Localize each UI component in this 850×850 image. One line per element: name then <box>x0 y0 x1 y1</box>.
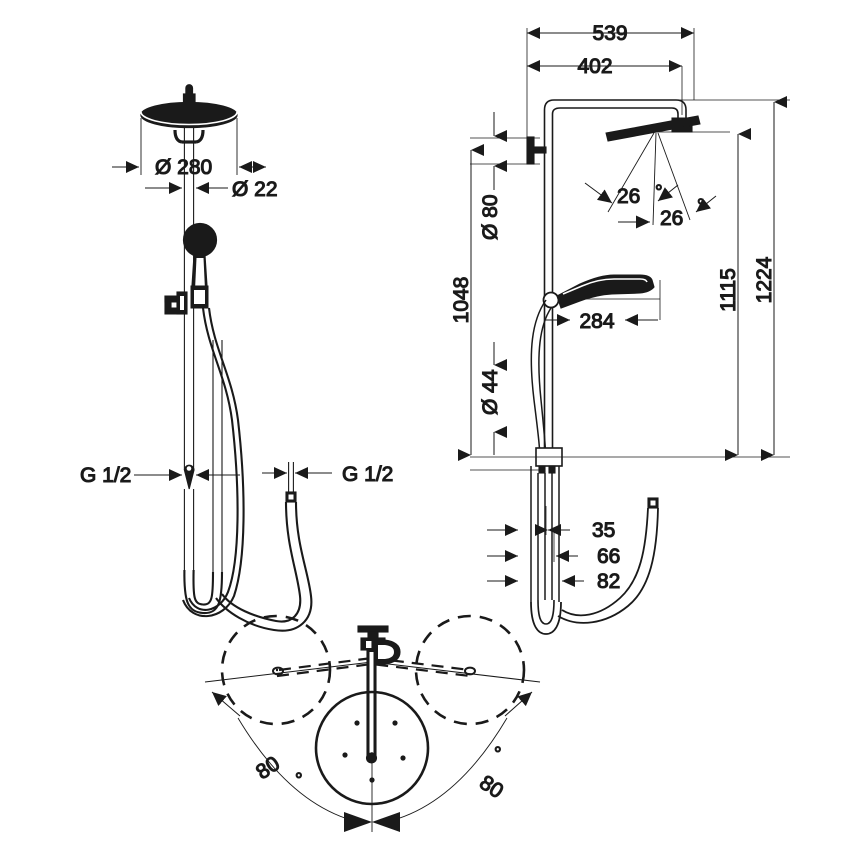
dim-label-head-height-high: 1224 <box>753 256 776 303</box>
dim-label-head-height-low: 1115 <box>717 268 740 312</box>
front-elevation-view: Ø 280 Ø 22 G 1/2 G 1/2 <box>79 84 394 632</box>
dim-connector-diameter: Ø 80 <box>478 112 507 241</box>
deg-symbol-top-right: ° <box>494 744 502 765</box>
inlet-connector-front <box>183 464 195 490</box>
reference-lines-side <box>470 28 790 471</box>
wall-connector-side <box>526 136 547 165</box>
wall-mount-top <box>357 625 401 665</box>
dim-overall-reach: 539 <box>527 21 694 46</box>
bottom-block-side <box>535 447 563 474</box>
right-hose-side <box>557 497 659 624</box>
riser-pipe-front <box>183 127 195 570</box>
dim-label-depth-66: 66 <box>597 545 620 568</box>
dim-label-overall-reach: 539 <box>592 22 627 45</box>
hand-shower-side <box>542 274 655 309</box>
top-view-bowtie-arrow <box>344 812 400 832</box>
lower-hose-bundle-side <box>530 466 562 635</box>
deg-symbol-left: ° <box>655 182 663 203</box>
dim-label-bar-diameter: Ø 44 <box>479 369 502 415</box>
riser-hose-loop-front <box>183 340 224 615</box>
hose-end-fitting-front <box>215 462 313 632</box>
swivel-arm-endcaps <box>272 666 476 676</box>
dim-label-handshower-reach: 284 <box>579 310 614 333</box>
dim-inlet-right: G 1/2 <box>262 462 394 487</box>
dim-label-swivel-angle-right: 80 <box>475 771 507 803</box>
dim-label-arm-reach: 402 <box>577 55 612 78</box>
dim-arm-reach: 402 <box>527 54 682 79</box>
dim-riser-diameter: Ø 22 <box>145 177 278 202</box>
dim-label-swivel-angle-left: 80 <box>252 752 284 784</box>
top-plan-view: 80 ° 80 ° <box>204 614 541 832</box>
slider-bracket-front <box>164 291 188 315</box>
swivel-envelope-left <box>220 614 332 726</box>
dim-label-inlet-right: G 1/2 <box>342 463 393 486</box>
hand-shower-hose-side <box>530 299 552 463</box>
spray-angle-group: 26 ° 26 ° <box>584 132 717 231</box>
dim-depths-group: 35 66 82 <box>487 506 621 594</box>
dim-label-connector-diameter: Ø 80 <box>479 194 502 240</box>
dim-overhead-diameter: Ø 280 <box>112 118 266 180</box>
dim-inlet-left: G 1/2 <box>79 463 240 488</box>
dim-wall-to-outlet: 1048 <box>449 144 484 461</box>
dim-label-spray-angle-right: 26 <box>660 207 683 230</box>
dim-swivel-angle-left: 80 ° <box>211 691 359 823</box>
dim-label-spray-angle-left: 26 <box>617 185 640 208</box>
dim-label-overhead-diameter: Ø 280 <box>155 156 212 179</box>
overhead-shower-head-side <box>605 115 701 142</box>
top-view-baseline <box>204 661 541 683</box>
arm-shaft-top <box>365 649 378 764</box>
dim-handshower-reach: 284 <box>545 309 658 334</box>
overhead-shower-head-front <box>140 84 238 144</box>
dim-head-height-low: 1115 <box>716 128 751 461</box>
side-elevation-view: 539 402 Ø 80 1048 Ø 44 <box>449 21 790 635</box>
dim-label-wall-to-outlet: 1048 <box>450 277 473 324</box>
hand-shower-front <box>182 222 218 309</box>
swivel-arms-dashed <box>276 656 471 678</box>
dim-head-height-high: 1224 <box>752 96 787 461</box>
dim-bar-diameter: Ø 44 <box>478 342 507 455</box>
swivel-envelope-right <box>414 614 526 726</box>
dim-label-inlet-left: G 1/2 <box>80 464 131 487</box>
dim-label-depth-82: 82 <box>597 570 620 593</box>
dim-label-depth-35: 35 <box>592 519 615 542</box>
dim-swivel-angle-right: 80 ° <box>385 691 533 823</box>
dim-label-riser-diameter: Ø 22 <box>232 178 278 201</box>
deg-symbol-right: ° <box>697 196 705 217</box>
deg-symbol-top-left: ° <box>295 770 303 791</box>
shower-hose-front <box>182 307 245 618</box>
